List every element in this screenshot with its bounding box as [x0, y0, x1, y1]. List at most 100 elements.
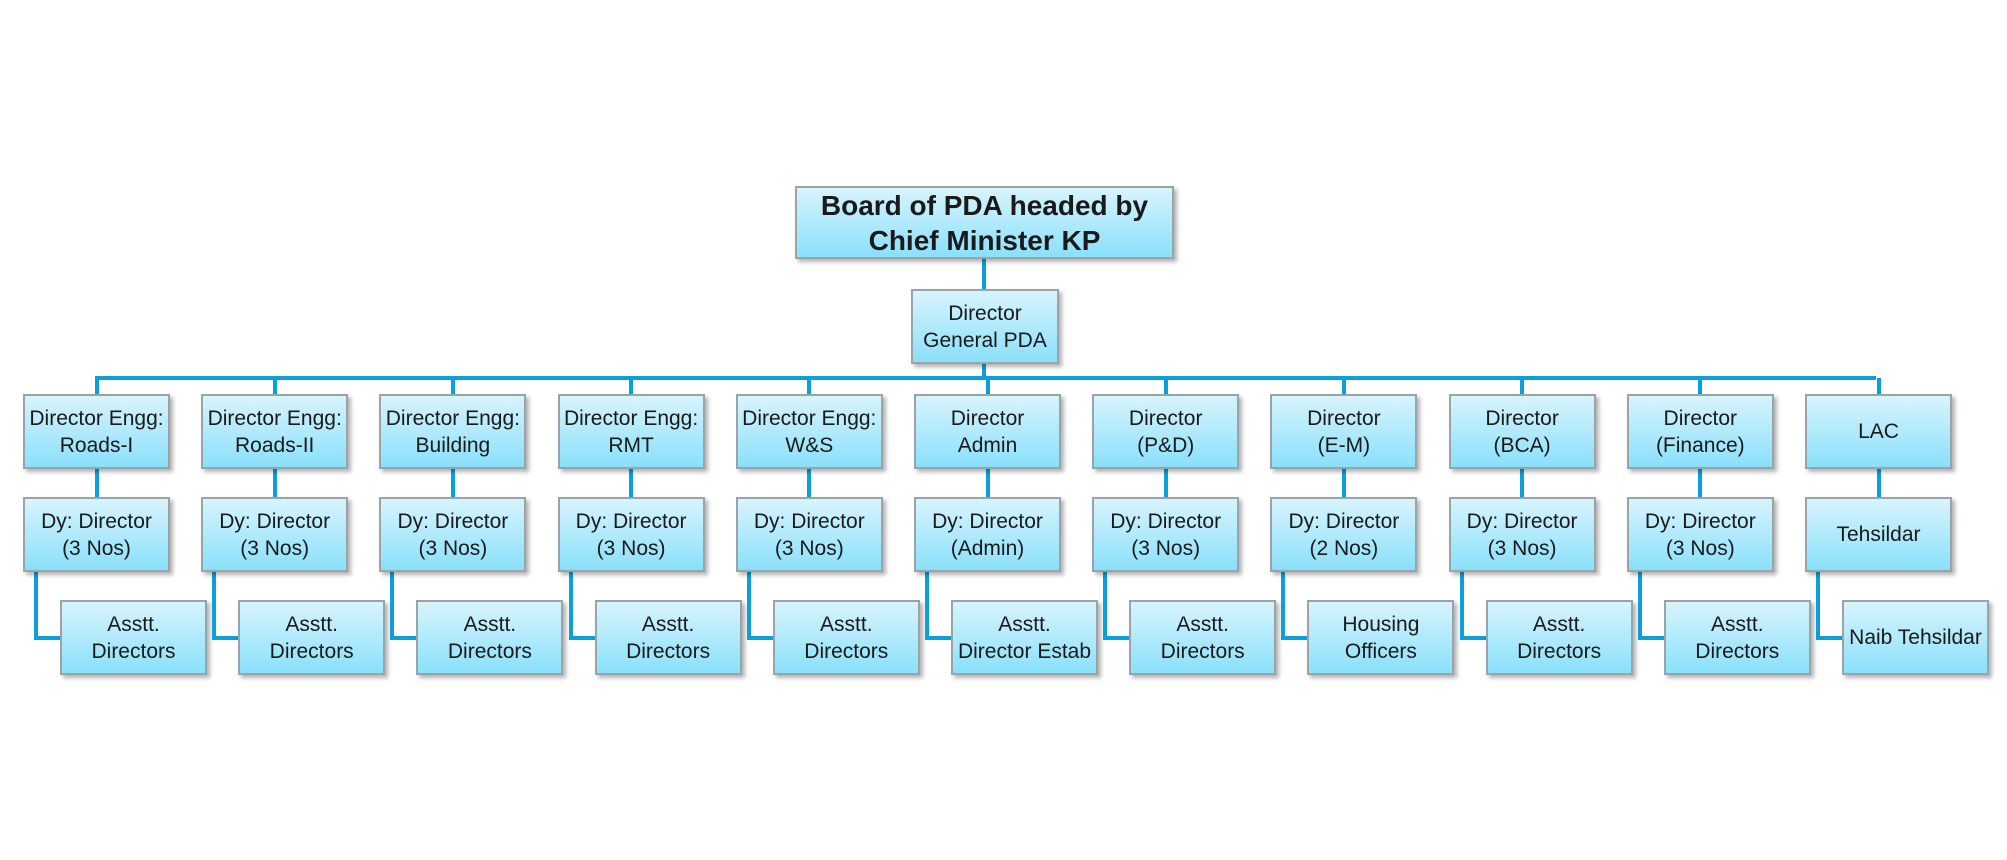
connector-line: [1698, 469, 1703, 497]
deputy-box: Dy: Director (3 Nos): [1448, 497, 1596, 572]
connector-line: [982, 259, 986, 289]
director-label: LAC: [1858, 420, 1899, 443]
director-box: Director(BCA): [1448, 394, 1596, 469]
dg-line1: Director: [948, 301, 1022, 325]
deputy-label: (2 Nos): [1309, 536, 1379, 560]
assistant-label: Directors: [804, 639, 889, 663]
connector-line: [1876, 378, 1881, 394]
director-label: Roads-II: [235, 433, 315, 457]
connector-line: [1520, 378, 1525, 394]
director-label: Director: [950, 406, 1025, 430]
deputy-label: Dy: Director: [1644, 509, 1756, 533]
assistant-box: Naib Tehsildar: [1842, 600, 1989, 675]
director-label: (BCA): [1493, 433, 1551, 457]
connector-line: [985, 469, 990, 497]
deputy-label: (Admin): [950, 536, 1025, 560]
deputy-label: Dy: Director: [932, 509, 1043, 533]
connector-line: [212, 636, 240, 640]
director-box: Director Engg:Roads-II: [201, 394, 349, 469]
director-label: Admin: [957, 433, 1018, 457]
deputy-label: Dy: Director: [1466, 509, 1578, 533]
connector-line: [1163, 378, 1168, 394]
connector-line: [272, 378, 277, 394]
director-label: (E-M): [1317, 433, 1371, 457]
connector-line: [1698, 378, 1703, 394]
connector-line: [1103, 571, 1108, 640]
assistant-label: Asstt.: [285, 612, 338, 636]
assistant-label: Asstt.: [998, 612, 1051, 636]
connector-line: [1637, 636, 1665, 640]
director-label: Director: [1307, 406, 1381, 430]
director-label: RMT: [608, 433, 654, 457]
connector-line: [1281, 571, 1286, 640]
connector-line: [1876, 469, 1881, 497]
deputy-box: Tehsildar: [1805, 497, 1952, 572]
connector-line: [1341, 378, 1346, 394]
director-box: LAC: [1805, 394, 1952, 469]
connector-line: [746, 571, 751, 640]
connector-line: [34, 636, 61, 640]
assistant-box: Asstt.Directors: [1129, 600, 1277, 675]
connector-line: [1103, 636, 1131, 640]
deputy-box: Dy: Director (2 Nos): [1270, 497, 1418, 572]
director-label: Director Engg:: [29, 406, 164, 430]
board-box: Board of PDA headed by Chief Minister KP: [795, 186, 1174, 259]
deputy-box: Dy: Director(3 Nos): [1092, 497, 1240, 572]
deputy-label: (3 Nos): [62, 536, 131, 560]
deputy-label: (3 Nos): [596, 536, 666, 560]
deputy-label: Dy: Director: [41, 509, 152, 533]
assistant-box: Asstt.Directors: [594, 600, 742, 675]
assistant-label: Directors: [447, 639, 532, 663]
deputy-label: Dy: Director: [397, 509, 509, 533]
assistant-label: Asstt.: [463, 612, 517, 636]
board-title-line1: Board of PDA headed by: [820, 189, 1149, 221]
assistant-label: Asstt.: [1532, 612, 1586, 636]
director-label: Director: [1663, 406, 1738, 430]
connector-line: [1816, 636, 1843, 640]
connector-line: [807, 378, 812, 394]
connector-line: [982, 364, 986, 380]
assistant-label: Directors: [1160, 639, 1245, 663]
assistant-label: Directors: [1517, 639, 1602, 663]
connector-line: [807, 469, 812, 497]
deputy-box: Dy: Director(3 Nos): [1626, 497, 1774, 572]
assistant-label: Directors: [91, 639, 176, 663]
director-label: Building: [415, 433, 491, 457]
deputy-label: (3 Nos): [240, 536, 310, 560]
assistant-box: Asstt. Directors: [60, 600, 207, 675]
deputy-box: Dy: Director(3 Nos): [735, 497, 883, 572]
connector-line: [1341, 469, 1346, 497]
connector-line: [34, 571, 38, 640]
board-title-line2: Chief Minister KP: [868, 224, 1101, 256]
connector-line: [985, 378, 990, 394]
director-label: Director Engg:: [385, 406, 520, 430]
deputy-box: Dy: Director(3 Nos): [379, 497, 527, 572]
director-label: W&S: [785, 433, 834, 457]
assistant-box: Asstt. Directors: [416, 600, 564, 675]
director-label: Director Engg:: [742, 406, 877, 430]
connector-line: [272, 469, 277, 497]
deputy-label: Dy: Director: [575, 509, 687, 533]
director-label: (Finance): [1655, 433, 1745, 457]
deputy-label: Dy: Director: [1110, 509, 1222, 533]
deputy-label: (3 Nos): [1487, 536, 1557, 560]
deputy-label: Dy: Director: [1288, 509, 1400, 533]
deputy-box: Dy: Director (3 Nos): [557, 497, 705, 572]
assistant-box: Asstt. Directors: [1485, 600, 1633, 675]
assistant-label: Asstt.: [107, 612, 160, 636]
assistant-label: Naib Tehsildar: [1849, 626, 1982, 649]
assistant-box: Asstt.Director Estab: [951, 600, 1098, 675]
director-box: Director(P&D): [1092, 394, 1240, 469]
connector-line: [629, 378, 634, 394]
deputy-box: Dy: Director (Admin): [914, 497, 1061, 572]
director-box: Director Engg: Building: [379, 394, 527, 469]
connector-line: [1816, 571, 1820, 640]
deputy-label: Dy: Director: [219, 509, 331, 533]
assistant-box: Asstt.Directors: [238, 600, 386, 675]
director-label: Director Engg:: [563, 406, 699, 430]
connector-line: [1163, 469, 1168, 497]
director-label: Director: [1128, 406, 1203, 430]
assistant-label: Housing: [1342, 612, 1420, 636]
